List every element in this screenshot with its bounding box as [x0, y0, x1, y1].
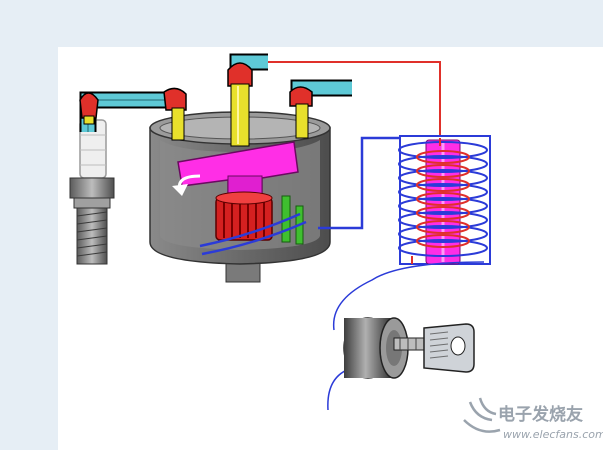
lead-cap-left: [163, 87, 187, 111]
diagram-panel: [58, 47, 603, 450]
ignition-coil: [398, 135, 491, 265]
terminal-right: [295, 103, 309, 139]
watermark-url: www.elecfans.com: [503, 428, 603, 441]
ignition-lock: [343, 317, 409, 379]
watermark-logo-text: 电子发烧友: [498, 404, 583, 425]
cam: [215, 191, 273, 241]
lead-cap-plug: [79, 92, 99, 125]
terminal-left: [171, 107, 185, 141]
rotation-arrow-icon: [172, 174, 201, 196]
primary-wire: [199, 136, 400, 256]
elecfans-logo-icon: [463, 397, 501, 433]
coil-to-switch-wire: [332, 261, 485, 331]
lead-cap-center: [227, 62, 253, 87]
ht-lead-to-coil: [268, 61, 441, 138]
spark-plug: [69, 119, 115, 265]
ignition-key-icon: [393, 323, 475, 373]
terminal-center: [230, 83, 250, 147]
lead-cap-right: [289, 86, 313, 107]
elecfans-watermark: 电子发烧友 www.elecfans.com: [463, 397, 603, 441]
